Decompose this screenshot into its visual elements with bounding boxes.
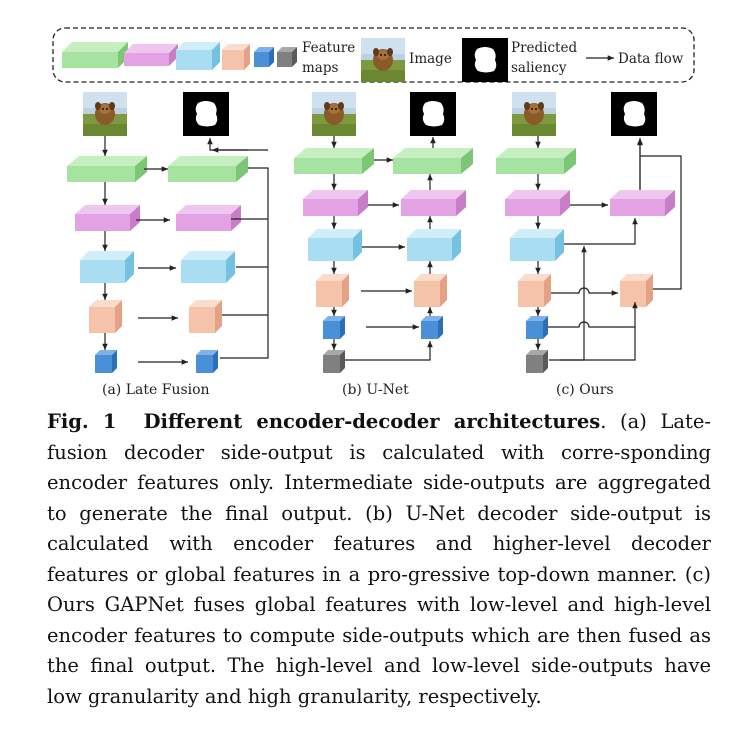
input-image <box>312 92 356 136</box>
figure-caption: Fig. 1 Different encoder-decoder archite… <box>47 407 711 712</box>
decoder-pink <box>176 205 241 231</box>
legend-border <box>52 27 695 83</box>
unet-arrows <box>331 136 436 361</box>
legend-feature-label-1: Feature <box>302 40 355 56</box>
legend-blue-block <box>254 47 274 67</box>
decoder-cyan <box>181 251 235 283</box>
legend-green-block <box>62 42 128 68</box>
panel-ours: (c) Ours <box>496 92 682 398</box>
encoder-pink <box>75 205 140 231</box>
legend-pink-block <box>124 44 178 66</box>
ours-arrows <box>535 136 682 361</box>
legend-dataflow-label: Data flow <box>618 51 684 67</box>
legend-predicted-label-1: Predicted <box>511 40 577 56</box>
encoder-peach <box>89 300 122 333</box>
encoder-peach <box>316 274 349 307</box>
decoder-blue <box>421 316 443 339</box>
encoder-green <box>496 148 576 174</box>
encoder-pink <box>303 190 368 216</box>
late-fusion-arrows <box>102 136 269 365</box>
caption-title: Different encoder-decoder architectures <box>143 410 601 433</box>
encoder-blue <box>323 316 345 339</box>
encoder-pink <box>505 190 570 216</box>
encoder-gray <box>323 350 345 373</box>
input-image <box>83 92 127 136</box>
encoder-green <box>294 148 374 174</box>
output-saliency <box>183 92 229 136</box>
output-saliency <box>611 92 657 136</box>
decoder-green <box>168 156 248 182</box>
legend: Feature maps Image Predicted saliency Da… <box>52 27 695 83</box>
encoder-blue <box>526 316 548 339</box>
panel-late-fusion: (a) Late Fusion <box>67 92 269 398</box>
output-saliency <box>410 92 456 136</box>
encoder-cyan <box>308 229 362 261</box>
legend-feature-label-2: maps <box>302 60 338 76</box>
panel-unet: (b) U-Net <box>294 92 473 398</box>
decoder-pink <box>401 190 466 216</box>
legend-gray-block <box>277 47 297 67</box>
legend-cyan-block <box>176 42 220 70</box>
legend-predicted-label-2: saliency <box>511 60 567 76</box>
encoder-cyan <box>80 251 134 283</box>
decoder-blue <box>196 350 218 373</box>
encoder-green <box>67 156 147 182</box>
caption-body: . (a) Late-fusion decoder side-output is… <box>47 410 711 708</box>
decoder-green <box>393 148 473 174</box>
encoder-peach <box>518 274 551 307</box>
panel-label-b: (b) U-Net <box>342 382 409 398</box>
encoder-gray <box>526 350 548 373</box>
decoder-peach <box>414 274 447 307</box>
fusion-pink <box>610 190 675 216</box>
legend-image-label: Image <box>409 51 452 67</box>
panel-label-a: (a) Late Fusion <box>102 382 210 398</box>
input-image <box>512 92 556 136</box>
panel-label-c: (c) Ours <box>556 382 614 398</box>
encoder-cyan <box>510 229 564 261</box>
decoder-cyan <box>407 229 461 261</box>
fusion-peach <box>620 274 653 307</box>
legend-saliency-thumbnail <box>462 38 508 82</box>
caption-fig-label: Fig. 1 <box>47 410 117 433</box>
architecture-figure: Feature maps Image Predicted saliency Da… <box>52 27 695 398</box>
encoder-blue <box>95 350 117 373</box>
decoder-peach <box>189 300 222 333</box>
legend-peach-block <box>222 44 250 70</box>
legend-image-thumbnail <box>361 38 405 82</box>
